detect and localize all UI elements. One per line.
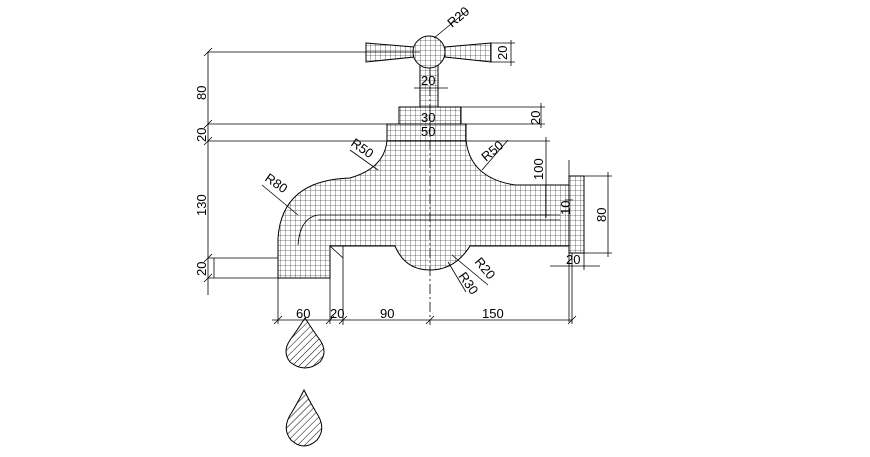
dim-cap-height: 20 bbox=[528, 111, 543, 125]
dim-body-height: 130 bbox=[194, 194, 209, 216]
dim-right-small: 10 bbox=[558, 201, 573, 215]
neck-block bbox=[386, 123, 467, 142]
water-drop-upper bbox=[285, 317, 325, 369]
dim-stem-width: 20 bbox=[421, 73, 435, 88]
dim-cap-width-a: 30 bbox=[421, 110, 435, 125]
dim-radius-bottom-a: R20 bbox=[472, 254, 499, 282]
dim-lower-height: 20 bbox=[194, 262, 209, 276]
faucet-body bbox=[277, 35, 585, 325]
faucet-main-body bbox=[277, 139, 573, 279]
inner-bend bbox=[297, 214, 319, 246]
dim-outlet-height: 80 bbox=[594, 208, 609, 222]
dimension-lines bbox=[203, 9, 612, 325]
dim-right-height: 100 bbox=[531, 158, 546, 180]
spout-chamfer bbox=[329, 245, 344, 259]
dim-radius-left-shoulder: R50 bbox=[348, 135, 376, 161]
water-drop-lower bbox=[285, 388, 323, 447]
dim-upper-height: 80 bbox=[194, 86, 209, 100]
dim-center-right: 150 bbox=[482, 306, 504, 321]
dim-spout-width: 60 bbox=[296, 306, 310, 321]
handle-right-wing bbox=[444, 42, 492, 63]
dim-center-left: 90 bbox=[380, 306, 394, 321]
dim-radius-bottom-b: R30 bbox=[456, 269, 482, 297]
dim-neck-height: 20 bbox=[194, 128, 209, 142]
dim-handle-height: 20 bbox=[495, 46, 510, 60]
dim-radius-right-shoulder: R50 bbox=[478, 137, 506, 164]
dim-spout-gap: 20 bbox=[330, 306, 344, 321]
dim-radius-bend: R80 bbox=[262, 170, 290, 196]
dim-outlet-width: 20 bbox=[566, 252, 580, 267]
dim-cap-width-b: 50 bbox=[421, 124, 435, 139]
handle-left-wing bbox=[365, 42, 415, 63]
